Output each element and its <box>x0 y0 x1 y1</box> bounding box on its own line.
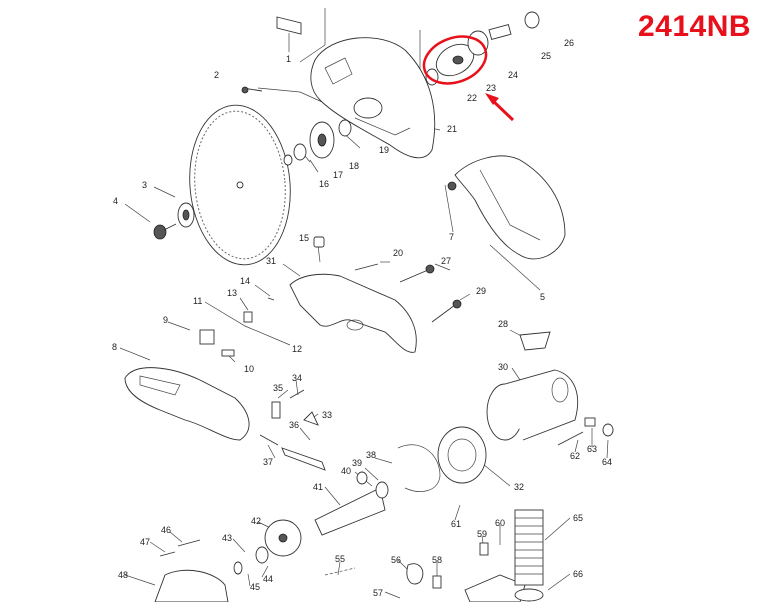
callout-27: 27 <box>441 256 451 266</box>
part-41-armature <box>314 471 389 536</box>
callout-62: 62 <box>570 451 580 461</box>
callout-22: 22 <box>467 93 477 103</box>
callout-40: 40 <box>341 466 351 476</box>
part-42-fan <box>264 519 302 557</box>
callout-7: 7 <box>449 232 454 242</box>
callout-16: 16 <box>319 179 329 189</box>
callout-58: 58 <box>432 555 442 565</box>
callout-57: 57 <box>373 588 383 598</box>
part-32-field-coil <box>397 426 487 492</box>
highlight-arrow-icon <box>485 93 515 122</box>
callout-55: 55 <box>335 554 345 564</box>
callout-39: 39 <box>352 458 362 468</box>
leader-lines <box>119 8 609 599</box>
callout-25: 25 <box>541 51 551 61</box>
callout-33: 33 <box>322 410 332 420</box>
callout-23: 23 <box>486 83 496 93</box>
callout-65: 65 <box>573 513 583 523</box>
callout-29: 29 <box>476 286 486 296</box>
callout-2: 2 <box>214 70 219 80</box>
part-4-hex-bolt <box>153 223 177 240</box>
callout-17: 17 <box>333 170 343 180</box>
callout-5: 5 <box>540 292 545 302</box>
callout-11: 11 <box>193 296 202 306</box>
callout-36: 36 <box>289 420 299 430</box>
callout-61: 61 <box>451 519 461 529</box>
callout-44: 44 <box>263 574 273 584</box>
callout-34: 34 <box>292 373 302 383</box>
callout-45: 45 <box>250 582 260 592</box>
part-2-screw <box>241 86 263 94</box>
part-5-safety-guard <box>447 155 566 260</box>
callout-42: 42 <box>251 516 261 526</box>
part-30-motor-housing <box>486 331 579 441</box>
callout-38: 38 <box>366 450 376 460</box>
callout-labels: 1 2 3 4 5 7 8 9 10 11 12 13 14 15 16 17 … <box>112 38 612 598</box>
part-21-blade-guard <box>310 37 436 159</box>
callout-30: 30 <box>498 362 508 372</box>
part-48-base-frame <box>154 569 229 603</box>
part-60-65-spring <box>514 509 544 602</box>
callout-63: 63 <box>587 444 597 454</box>
parts-33-37-shaft <box>259 389 326 471</box>
part-8-handle <box>124 367 250 441</box>
callout-24: 24 <box>508 70 518 80</box>
callout-15: 15 <box>299 233 309 243</box>
callout-64: 64 <box>602 457 612 467</box>
part-31-handle-bracket <box>289 273 417 353</box>
callout-48: 48 <box>118 570 128 580</box>
callout-1: 1 <box>286 54 291 64</box>
callout-4: 4 <box>113 196 118 206</box>
callout-41: 41 <box>313 482 323 492</box>
callout-37: 37 <box>263 457 273 467</box>
callout-47: 47 <box>140 537 150 547</box>
callout-46: 46 <box>161 525 171 535</box>
callout-35: 35 <box>273 383 283 393</box>
parts-22-to-26-spindle-gear <box>425 11 540 86</box>
highlight-circle <box>422 35 488 85</box>
callout-20: 20 <box>393 248 403 258</box>
callout-56: 56 <box>391 555 401 565</box>
callout-18: 18 <box>349 161 359 171</box>
callout-59: 59 <box>477 529 487 539</box>
saw-blade <box>189 104 291 266</box>
callout-66: 66 <box>573 569 583 579</box>
callout-14: 14 <box>240 276 250 286</box>
small-parts-9-14 <box>199 297 275 357</box>
parts-62-64-brush-holder <box>557 417 614 446</box>
callout-43: 43 <box>222 533 232 543</box>
long-bolts-20-27-29 <box>354 263 462 323</box>
callout-32: 32 <box>514 482 524 492</box>
part-1-label-plate <box>276 16 302 35</box>
callout-3: 3 <box>142 180 147 190</box>
part-3-outer-flange <box>177 202 195 228</box>
parts-55-59-bottom <box>324 542 526 603</box>
parts-16-to-19-flanges <box>283 119 352 166</box>
callout-28: 28 <box>498 319 508 329</box>
callout-26: 26 <box>564 38 574 48</box>
model-number: 2414NB <box>638 10 752 43</box>
callout-8: 8 <box>112 342 117 352</box>
small-parts-43-47 <box>159 539 269 575</box>
callout-19: 19 <box>379 145 389 155</box>
callout-9: 9 <box>163 315 168 325</box>
part-15-button <box>313 236 325 248</box>
callout-21: 21 <box>447 124 457 134</box>
callout-10: 10 <box>244 364 254 374</box>
callout-12: 12 <box>292 344 302 354</box>
callout-13: 13 <box>227 288 237 298</box>
callout-31: 31 <box>266 256 276 266</box>
callout-60: 60 <box>495 518 505 528</box>
